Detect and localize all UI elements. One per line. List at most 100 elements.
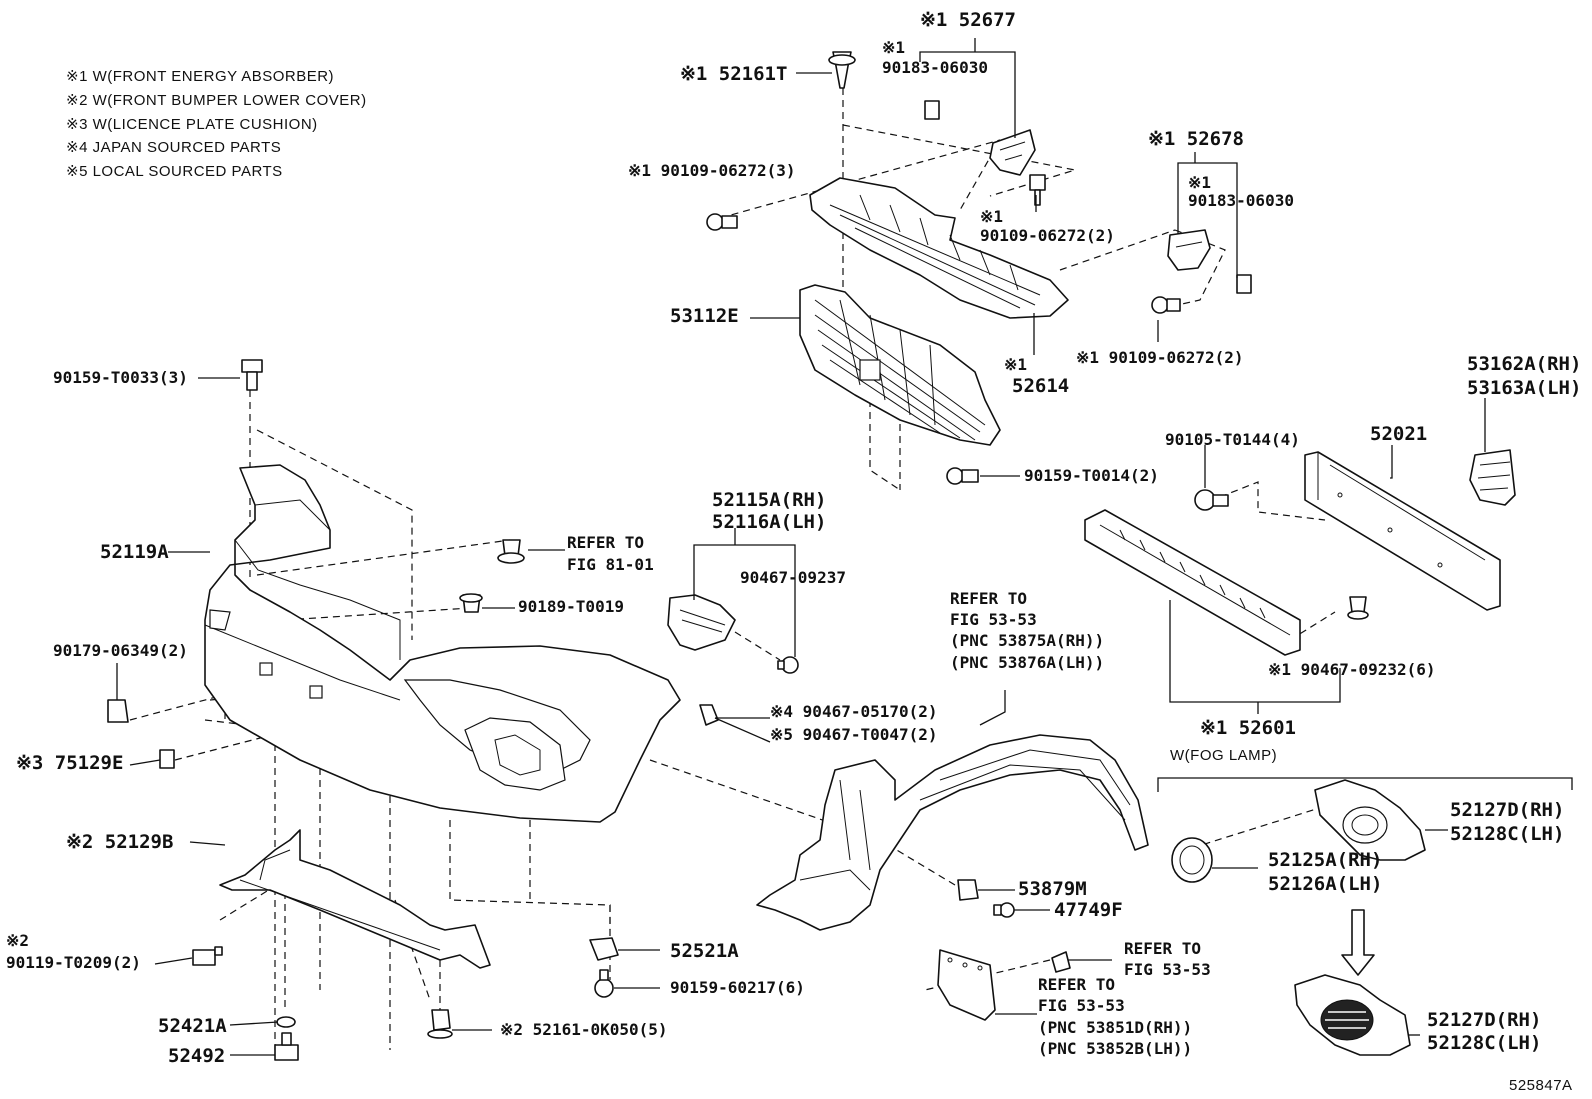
label-52129b: ※2 52129B bbox=[66, 831, 173, 853]
label-90183b-mark: ※1 bbox=[1188, 173, 1211, 192]
bolt-90105-t0144 bbox=[1194, 489, 1229, 511]
legend-item-1: ※1 W(FRONT ENERGY ABSORBER) bbox=[66, 68, 334, 85]
fog-bezel-upper bbox=[1314, 779, 1426, 861]
legend-item-2: ※2 W(FRONT BUMPER LOWER COVER) bbox=[66, 92, 367, 109]
screw-90159-t0033 bbox=[241, 359, 263, 391]
label-52161-0k050: ※2 52161-0K050(5) bbox=[500, 1020, 668, 1039]
label-refer81-1: REFER TO bbox=[567, 533, 644, 552]
figure-id: 525847A bbox=[1509, 1077, 1573, 1094]
label-52421a: 52421A bbox=[158, 1015, 227, 1037]
label-refer5353c-1: REFER TO bbox=[1038, 975, 1115, 994]
label-52127d-a: 52127D(RH) bbox=[1450, 799, 1564, 821]
label-90119: 90119-T0209(2) bbox=[6, 953, 141, 972]
cushion-75129e bbox=[159, 749, 175, 769]
label-52677: ※1 52677 bbox=[920, 9, 1016, 31]
label-refer5353a-4: (PNC 53876A(LH)) bbox=[950, 653, 1104, 672]
label-90119-mark: ※2 bbox=[6, 931, 29, 950]
label-90467-t0047: ※5 90467-T0047(2) bbox=[770, 725, 938, 744]
label-52678: ※1 52678 bbox=[1148, 128, 1244, 150]
label-90109c: ※1 90109-06272(2) bbox=[1076, 348, 1244, 367]
side-bracket-52115a bbox=[667, 594, 736, 651]
leader-lines bbox=[116, 38, 1573, 1056]
clip-90467-09232 bbox=[1347, 596, 1369, 620]
mudguard bbox=[937, 949, 996, 1021]
screw-47749f bbox=[993, 902, 1015, 918]
label-90183a-mark: ※1 bbox=[882, 38, 905, 57]
label-53162a: 53162A(RH) bbox=[1467, 353, 1581, 375]
label-52127d-b: 52127D(RH) bbox=[1427, 1009, 1541, 1031]
label-52161t: ※1 52161T bbox=[680, 63, 787, 85]
label-fog-lamp: W(FOG LAMP) bbox=[1170, 747, 1277, 764]
label-90109a: ※1 90109-06272(3) bbox=[628, 161, 796, 180]
label-90183b: 90183-06030 bbox=[1188, 191, 1294, 210]
label-refer5353b-1: REFER TO bbox=[1124, 939, 1201, 958]
bracket-53162a bbox=[1469, 449, 1516, 506]
label-90179: 90179-06349(2) bbox=[53, 641, 188, 660]
label-52125a: 52125A(RH) bbox=[1268, 849, 1382, 871]
label-53163a: 53163A(LH) bbox=[1467, 377, 1581, 399]
label-refer5353b-2: FIG 53-53 bbox=[1124, 960, 1211, 979]
bolt-52492 bbox=[274, 1032, 299, 1061]
label-90159-t0014: 90159-T0014(2) bbox=[1024, 466, 1159, 485]
screw-90119-t0209 bbox=[192, 946, 223, 966]
legend: ※1 W(FRONT ENERGY ABSORBER) ※2 W(FRONT B… bbox=[66, 68, 367, 180]
label-refer5353a-3: (PNC 53875A(RH)) bbox=[950, 631, 1104, 650]
screw-90159-60217 bbox=[594, 969, 614, 998]
energy-absorber-52614 bbox=[809, 177, 1069, 319]
label-90159-t0033: 90159-T0033(3) bbox=[53, 368, 188, 387]
bracket-52678 bbox=[1167, 229, 1252, 294]
label-47749f: 47749F bbox=[1054, 899, 1123, 921]
label-52614: 52614 bbox=[1012, 375, 1069, 397]
nut-52421a bbox=[276, 1016, 296, 1028]
label-52115a: 52115A(RH) bbox=[712, 489, 826, 511]
bumper-cover-52119a bbox=[204, 464, 681, 823]
label-90467-09237: 90467-09237 bbox=[740, 568, 846, 587]
label-52128c-a: 52128C(LH) bbox=[1450, 823, 1564, 845]
label-52116a: 52116A(LH) bbox=[712, 511, 826, 533]
nut-90179-06349 bbox=[107, 699, 129, 723]
absorber-52601 bbox=[1084, 509, 1301, 656]
reinforcement-52021 bbox=[1304, 451, 1501, 611]
label-90183a: 90183-06030 bbox=[882, 58, 988, 77]
label-90467-05170: ※4 90467-05170(2) bbox=[770, 702, 938, 721]
label-52021: 52021 bbox=[1370, 423, 1427, 445]
label-refer81-2: FIG 81-01 bbox=[567, 555, 654, 574]
clip-90189-t0019 bbox=[459, 593, 483, 613]
clip-52521a bbox=[589, 937, 619, 961]
label-75129e: ※3 75129E bbox=[16, 752, 123, 774]
label-52128c-b: 52128C(LH) bbox=[1427, 1032, 1541, 1054]
arrow-down-icon bbox=[1341, 909, 1375, 976]
label-53112e: 53112E bbox=[670, 305, 739, 327]
fog-bezel-lower bbox=[1294, 974, 1411, 1056]
label-90109b: 90109-06272(2) bbox=[980, 226, 1115, 245]
legend-item-4: ※4 JAPAN SOURCED PARTS bbox=[66, 139, 281, 156]
bolt-90109-b bbox=[1029, 174, 1046, 206]
legend-item-3: ※3 W(LICENCE PLATE CUSHION) bbox=[66, 116, 318, 133]
label-refer5353a-1: REFER TO bbox=[950, 589, 1027, 608]
label-90159-60217: 90159-60217(6) bbox=[670, 978, 805, 997]
clip-90467-09237 bbox=[777, 656, 799, 674]
clip-90467-05170 bbox=[699, 704, 719, 726]
clip-refer-53-53 bbox=[1051, 951, 1071, 973]
lower-cover-52129b bbox=[219, 829, 491, 969]
label-refer5353c-3: (PNC 53851D(RH)) bbox=[1038, 1018, 1192, 1037]
screw-90159-t0014 bbox=[946, 467, 979, 485]
label-52119a: 52119A bbox=[100, 541, 169, 563]
label-refer5353a-2: FIG 53-53 bbox=[950, 610, 1037, 629]
label-52521a: 52521A bbox=[670, 940, 739, 962]
label-refer5353c-4: (PNC 53852B(LH)) bbox=[1038, 1039, 1192, 1058]
label-52614-mark: ※1 bbox=[1004, 355, 1027, 374]
label-90467-09232: ※1 90467-09232(6) bbox=[1268, 660, 1436, 679]
fog-cover-52125a bbox=[1171, 837, 1213, 883]
clip-52161-0k050 bbox=[427, 1009, 453, 1039]
label-52492: 52492 bbox=[168, 1045, 225, 1067]
fender-liner bbox=[756, 734, 1149, 931]
label-52126a: 52126A(LH) bbox=[1268, 873, 1382, 895]
bracket-52677 bbox=[924, 100, 1036, 176]
clip-52161t bbox=[828, 51, 856, 89]
clip-53879m bbox=[957, 879, 979, 901]
label-53879m: 53879M bbox=[1018, 878, 1087, 900]
bolt-90109-a bbox=[706, 213, 738, 231]
label-refer5353c-2: FIG 53-53 bbox=[1038, 996, 1125, 1015]
